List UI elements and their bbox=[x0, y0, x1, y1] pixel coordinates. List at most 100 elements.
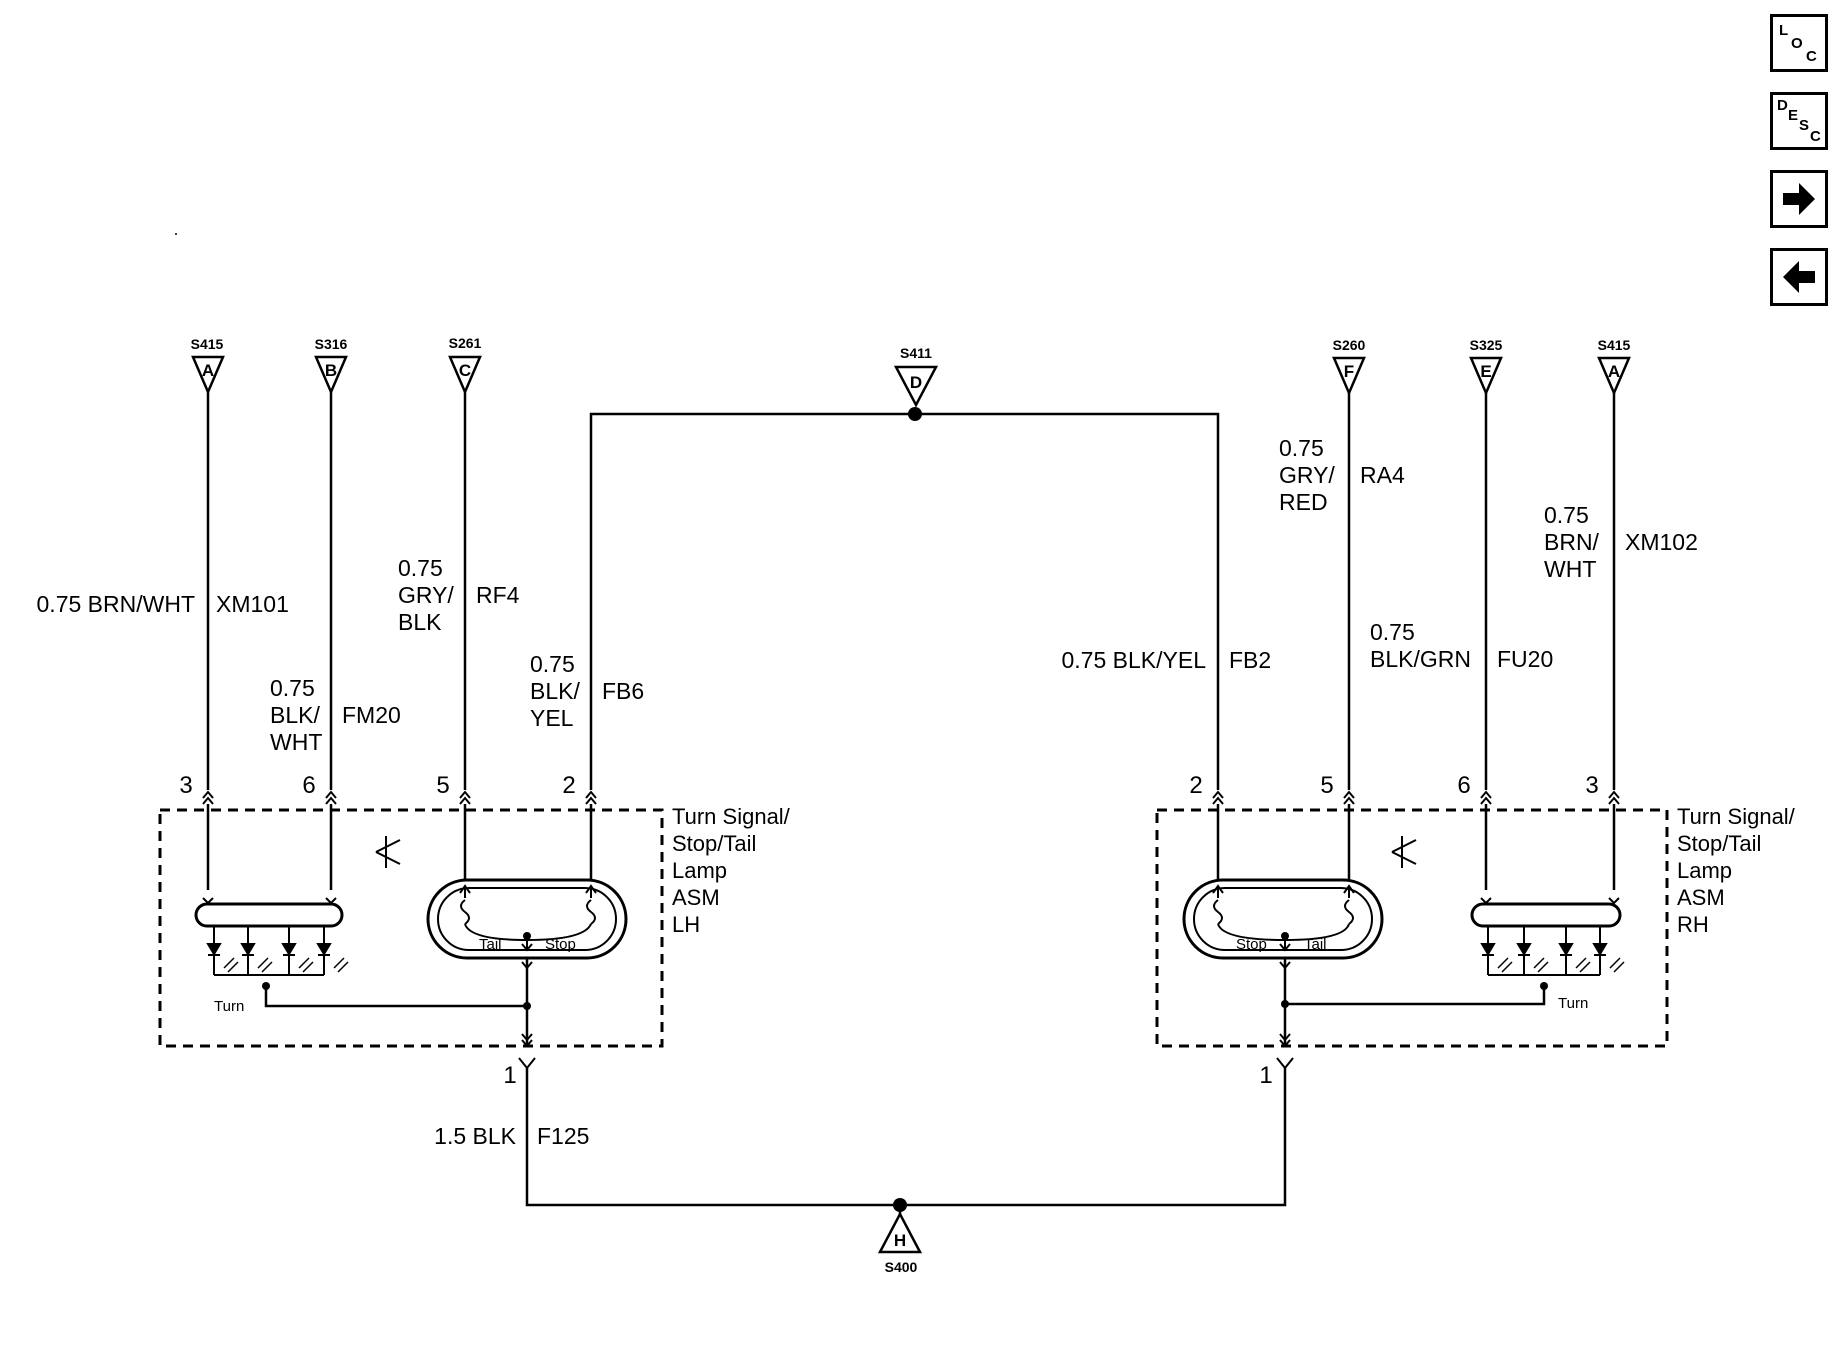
connector-symbols bbox=[202, 791, 1620, 1070]
wire-size: 0.75 bbox=[1544, 502, 1589, 528]
lamp-asm-rh-label: Turn Signal/ Stop/Tail Lamp ASM RH bbox=[1677, 804, 1796, 937]
wire-label-xm101: 0.75 BRN/WHT XM101 bbox=[37, 591, 289, 617]
wire-color: BLK bbox=[398, 609, 442, 635]
wire-circuit: XM102 bbox=[1625, 529, 1698, 555]
splice-s261: S261 C bbox=[448, 335, 482, 396]
lamp-asm-lh-label: Turn Signal/ Stop/Tail Lamp ASM LH bbox=[672, 804, 791, 937]
component-label: Stop/Tail bbox=[672, 831, 756, 856]
led-bar-icon bbox=[194, 902, 344, 928]
component-label: Stop/Tail bbox=[1677, 831, 1761, 856]
splice-letter: B bbox=[325, 361, 337, 380]
wire-color: BLK/ bbox=[270, 702, 320, 728]
arrow-right-icon bbox=[1783, 183, 1815, 215]
splice-label: S415 bbox=[1598, 337, 1631, 353]
component-label: RH bbox=[1677, 912, 1709, 937]
component-label: Lamp bbox=[672, 858, 727, 883]
splice-letter: A bbox=[202, 361, 214, 380]
splice-letter: D bbox=[910, 373, 922, 392]
loc-letter: L bbox=[1779, 22, 1789, 39]
wire-size: 0.75 bbox=[398, 555, 443, 581]
splice-s316: S316 B bbox=[314, 336, 348, 396]
wire-circuit: RA4 bbox=[1360, 462, 1405, 488]
lamp-symbol-icon bbox=[1391, 836, 1417, 868]
led-array-icon bbox=[1480, 926, 1625, 976]
wire-fb6-fb2 bbox=[589, 412, 1220, 790]
splice-label: S400 bbox=[885, 1259, 918, 1275]
splice-label: S325 bbox=[1470, 337, 1503, 353]
splice-label: S260 bbox=[1333, 337, 1366, 353]
wire-color: YEL bbox=[530, 705, 574, 731]
arrow-left-icon bbox=[1783, 261, 1815, 293]
component-label: LH bbox=[672, 912, 700, 937]
desc-letter: S bbox=[1799, 117, 1810, 134]
splice-letter: E bbox=[1480, 362, 1491, 381]
component-label: Turn Signal/ bbox=[1677, 804, 1796, 829]
pin-number: 3 bbox=[1585, 772, 1598, 799]
splice-letter: H bbox=[894, 1231, 906, 1250]
splice-dot-s411 bbox=[908, 407, 922, 421]
lamp-asm-rh: Stop Tail Turn bbox=[1182, 804, 1625, 1046]
desc-letter: C bbox=[1810, 128, 1821, 145]
wire-circuit: FB2 bbox=[1229, 647, 1271, 673]
led-array-icon bbox=[206, 926, 349, 976]
wire-spec: 0.75 BLK/YEL bbox=[1062, 647, 1207, 673]
desc-letter: E bbox=[1788, 107, 1799, 124]
wire-label-fu20: 0.75 BLK/GRN FU20 bbox=[1370, 619, 1553, 672]
splice-s325: S325 E bbox=[1469, 337, 1503, 397]
pin-number: 2 bbox=[1189, 772, 1202, 799]
wire-color: BLK/ bbox=[530, 678, 580, 704]
splice-letter: A bbox=[1608, 362, 1620, 381]
splice-letter: F bbox=[1344, 362, 1354, 381]
wire-label-ra4: 0.75 GRY/ RED RA4 bbox=[1279, 435, 1405, 515]
turn-label: Turn bbox=[214, 998, 244, 1015]
wire-circuit: FU20 bbox=[1497, 646, 1553, 672]
next-button[interactable] bbox=[1770, 170, 1828, 228]
wire-color: BRN/ bbox=[1544, 529, 1600, 555]
wire-color: BLK/GRN bbox=[1370, 646, 1471, 672]
splice-s415-right: S415 A bbox=[1597, 337, 1631, 397]
pin-number: 6 bbox=[302, 772, 315, 799]
wire-size: 0.75 bbox=[270, 675, 315, 701]
splice-s415-left: S415 A bbox=[191, 336, 225, 396]
stop-label: Stop bbox=[545, 936, 576, 953]
splice-s260: S260 F bbox=[1332, 337, 1366, 397]
pin-number: 5 bbox=[436, 772, 449, 799]
turn-label: Turn bbox=[1558, 995, 1588, 1012]
pin-number: 1 bbox=[503, 1062, 516, 1089]
wire-circuit: FB6 bbox=[602, 678, 644, 704]
loc-letter: C bbox=[1806, 48, 1817, 65]
pin-number: 3 bbox=[179, 772, 192, 799]
splice-label: S316 bbox=[315, 336, 348, 352]
splice-letter: C bbox=[459, 361, 471, 380]
component-label: ASM bbox=[1677, 885, 1725, 910]
lamp-symbol-icon bbox=[375, 836, 401, 868]
wire-color: WHT bbox=[270, 729, 322, 755]
wire-label-f125: 1.5 BLK F125 bbox=[434, 1123, 589, 1149]
wire-color: WHT bbox=[1544, 556, 1596, 582]
led-bar-icon bbox=[1470, 902, 1622, 928]
tail-label: Tail bbox=[479, 936, 502, 953]
splice-label: S415 bbox=[191, 336, 224, 352]
bulb-icon bbox=[1182, 878, 1384, 960]
wire-label-fb2: 0.75 BLK/YEL FB2 bbox=[1062, 647, 1272, 673]
back-button[interactable] bbox=[1770, 248, 1828, 306]
pin-number: 5 bbox=[1320, 772, 1333, 799]
loc-button[interactable]: L O C bbox=[1770, 14, 1828, 72]
component-label: Lamp bbox=[1677, 858, 1732, 883]
pin-number: 1 bbox=[1259, 1062, 1272, 1089]
wire-f125 bbox=[525, 1068, 1287, 1207]
pins-lh: 3 6 5 2 1 bbox=[179, 772, 575, 1089]
wire-spec: 1.5 BLK bbox=[434, 1123, 516, 1149]
wire-size: 0.75 bbox=[530, 651, 575, 677]
wire-spec: 0.75 BRN/WHT bbox=[37, 591, 195, 617]
wire-color: GRY/ bbox=[398, 582, 454, 608]
component-label: ASM bbox=[672, 885, 720, 910]
lamp-asm-lh: Turn Tail Stop bbox=[194, 804, 628, 1046]
splice-label: S411 bbox=[900, 345, 932, 361]
desc-letter: D bbox=[1777, 97, 1788, 114]
wire-label-xm102: 0.75 BRN/ WHT XM102 bbox=[1544, 502, 1698, 582]
desc-button[interactable]: D E S C bbox=[1770, 92, 1828, 150]
wire-circuit: FM20 bbox=[342, 702, 401, 728]
stop-label: Stop bbox=[1236, 936, 1267, 953]
